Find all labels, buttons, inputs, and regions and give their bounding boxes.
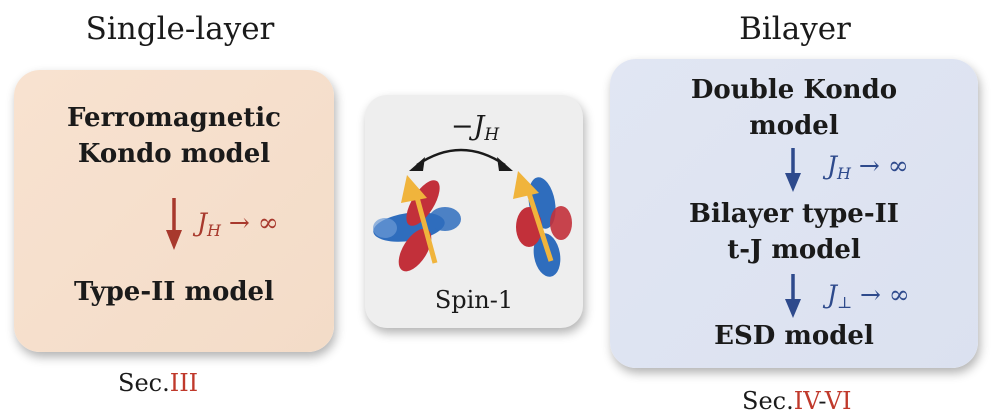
single-layer-heading: Single-layer — [85, 11, 275, 47]
hund-coupling-label: −JH — [450, 111, 500, 145]
bilayer-type-ii-line2: t-J model — [727, 235, 861, 265]
single-layer-limit-label: JH → ∞ — [197, 208, 279, 240]
single-layer-section-ref: Sec.III — [118, 369, 199, 397]
ferromagnetic-kondo-line2: Kondo model — [77, 139, 271, 169]
bilayer-down-arrow-1-icon — [785, 148, 801, 192]
bilayer-section-ref: Sec.IV-VI — [742, 387, 852, 415]
single-layer-down-arrow-icon — [166, 198, 182, 250]
spin-1-label: Spin-1 — [434, 286, 514, 314]
spin-orbital-illustration — [373, 148, 572, 277]
section-iv-link[interactable]: IV — [793, 387, 819, 415]
esd-model-label: ESD model — [714, 321, 874, 351]
double-kondo-line2: model — [749, 111, 839, 141]
bilayer-limit-1-label: JH → ∞ — [827, 151, 909, 183]
bilayer-heading: Bilayer — [739, 11, 851, 47]
bilayer-type-ii-tj-model-label: Bilayer type-II t-J model — [610, 196, 978, 268]
bilayer-panel — [610, 59, 978, 368]
type-ii-model-label: Type-II model — [74, 277, 274, 307]
left-spin-arrow-icon — [401, 175, 438, 264]
coupling-double-arrow-icon — [409, 148, 513, 171]
double-kondo-model-label: Double Kondo model — [610, 72, 978, 144]
bilayer-limit-2-label: J⊥ → ∞ — [827, 280, 910, 312]
ferromagnetic-kondo-model-label: Ferromagnetic Kondo model — [14, 100, 334, 172]
section-vi-link[interactable]: VI — [824, 387, 852, 415]
ferromagnetic-kondo-line1: Ferromagnetic — [66, 103, 282, 133]
right-spin-arrow-icon — [513, 171, 554, 262]
double-kondo-line1: Double Kondo — [690, 75, 898, 105]
section-iii-link[interactable]: III — [169, 369, 199, 397]
bilayer-down-arrow-2-icon — [785, 274, 801, 318]
bilayer-type-ii-line1: Bilayer type-II — [689, 199, 899, 229]
